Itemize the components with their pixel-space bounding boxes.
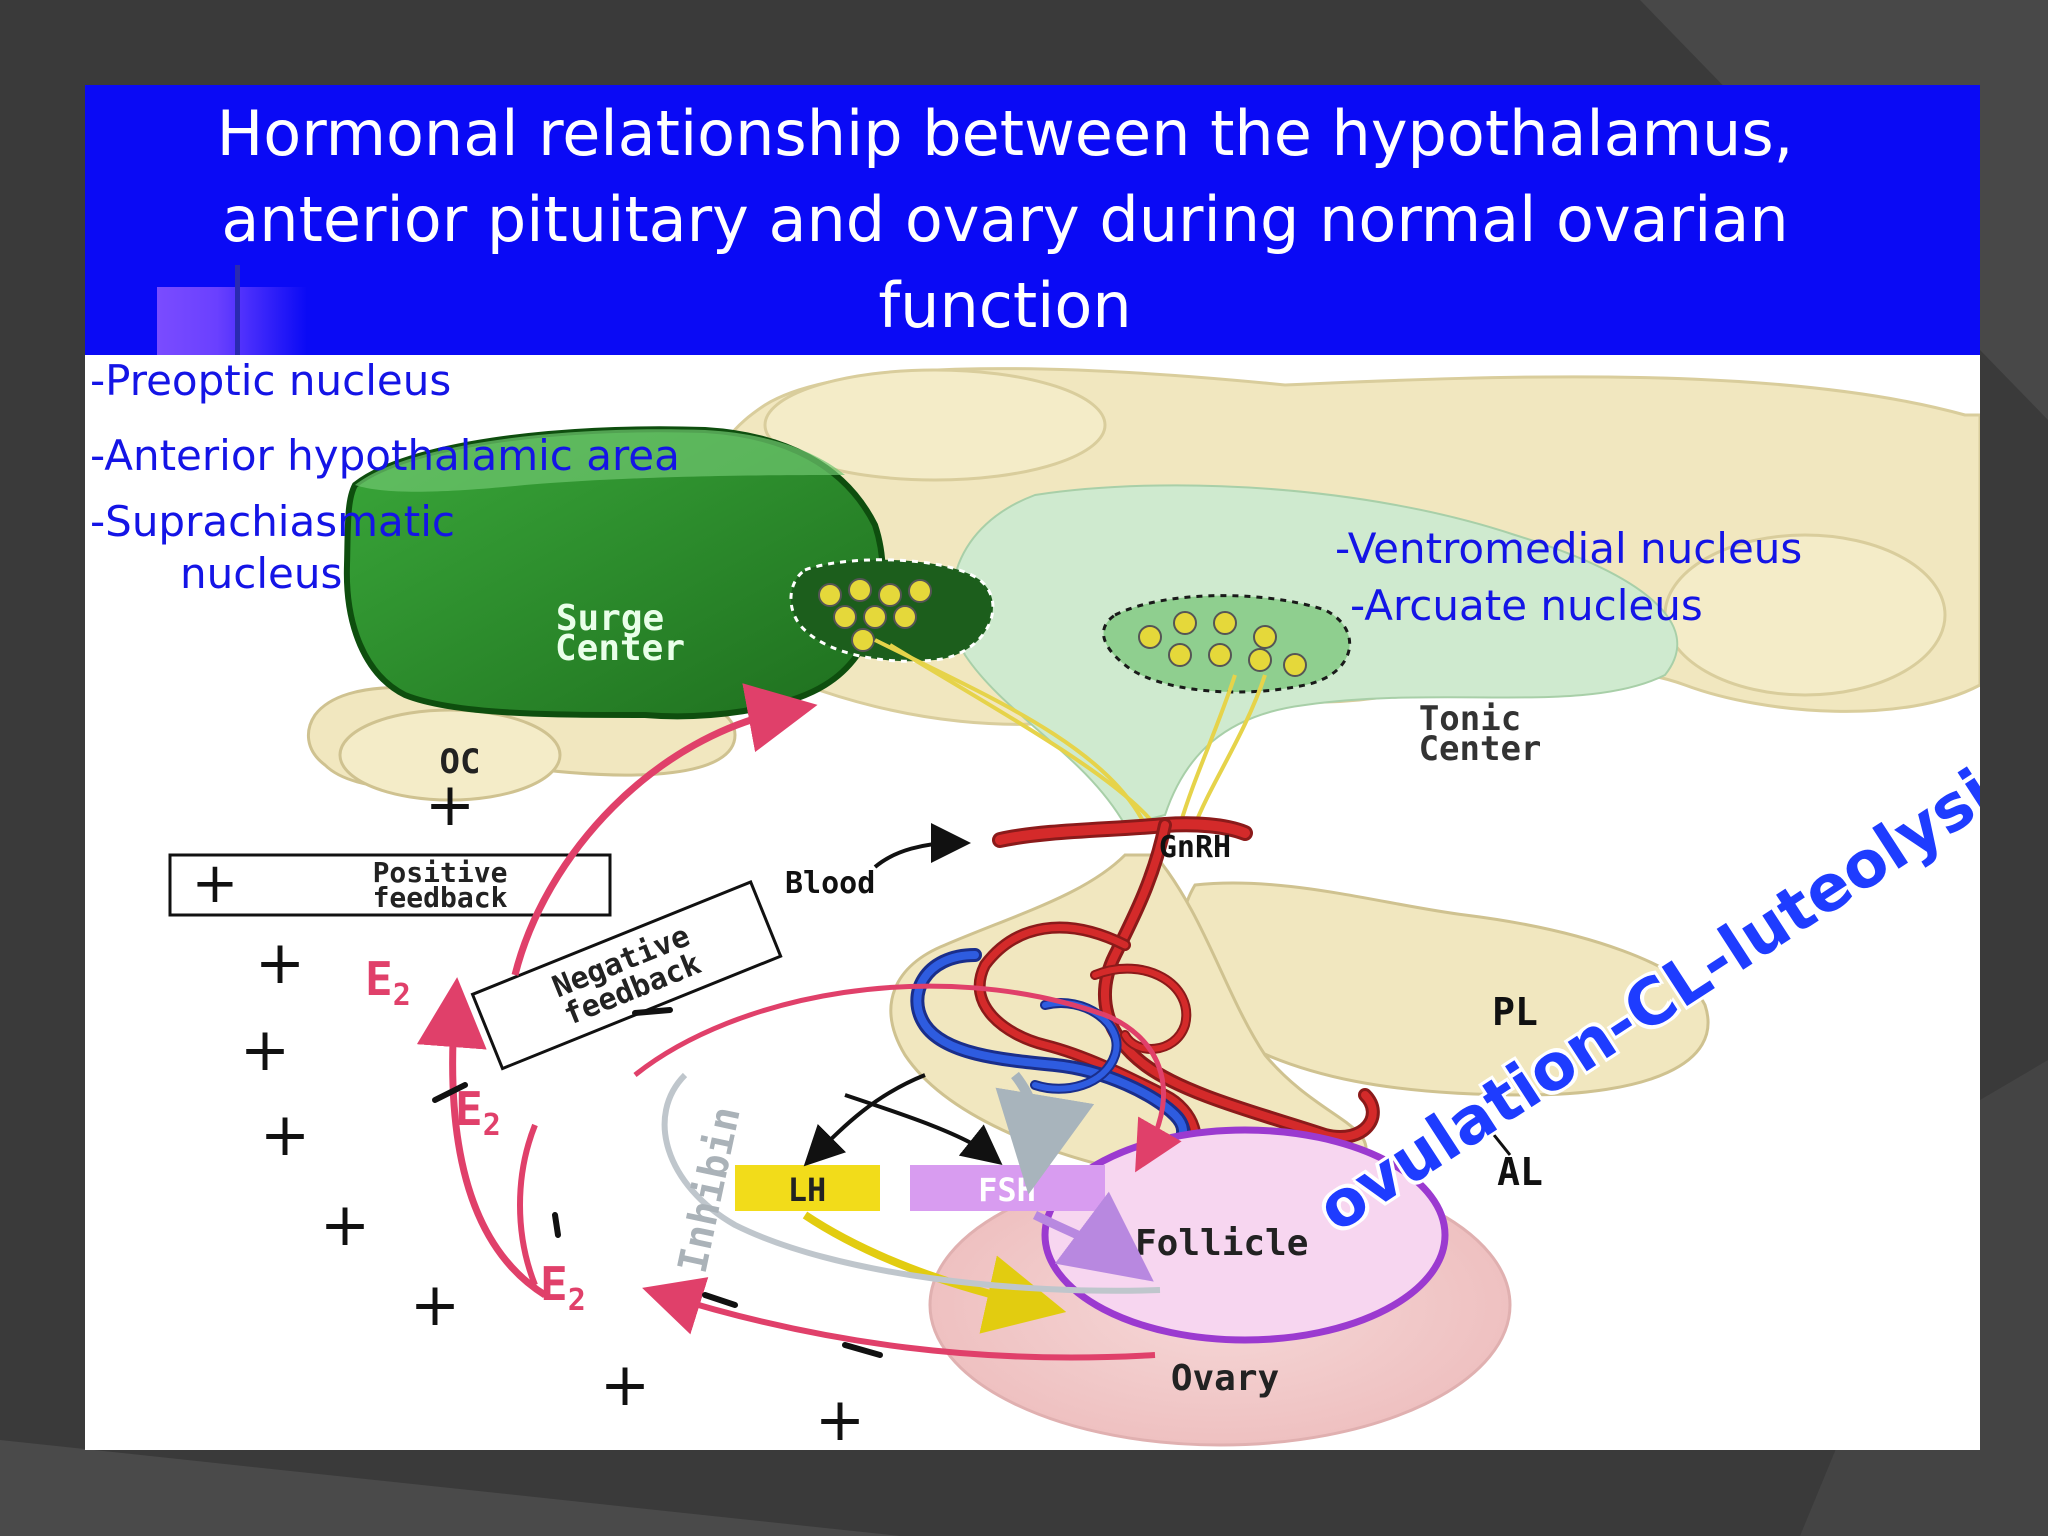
minus-sign [705, 1295, 735, 1305]
fsh-label: FSH [978, 1171, 1036, 1209]
plus-sign: + [320, 1190, 370, 1260]
label-suprachiasmatic: -Suprachiasmatic [90, 498, 455, 546]
gnrh-label: GnRH [1159, 830, 1231, 865]
title-banner: Hormonal relationship between the hypoth… [85, 85, 1980, 355]
surge-center-label-2: Center [555, 628, 685, 669]
tonic-center-label-2: Center [1419, 729, 1542, 769]
e2-inner-arc [520, 1125, 535, 1285]
background-facet-bottom [0, 1440, 900, 1536]
plus-sign: + [240, 1015, 290, 1085]
minus-sign [555, 1215, 558, 1235]
ovary-label: Ovary [1171, 1358, 1279, 1399]
blood-label: Blood [785, 866, 875, 901]
plus-sign: + [255, 928, 305, 998]
accent-square [157, 287, 307, 355]
accent-line [235, 265, 240, 355]
plus-sign: + [410, 1270, 460, 1340]
label-arcuate-nucleus: -Arcuate nucleus [1350, 582, 1703, 630]
label-preoptic-nucleus: -Preoptic nucleus [90, 357, 451, 405]
e2-label-middle: E2 [455, 1082, 501, 1143]
lh-label: LH [788, 1171, 827, 1209]
blood-arrow [875, 843, 955, 867]
label-anterior-hypothalamic-area: -Anterior hypothalamic area [90, 432, 680, 480]
e2-subscript: 2 [393, 978, 411, 1013]
positive-feedback-plus: + [192, 851, 239, 916]
label-ventromedial-nucleus: -Ventromedial nucleus [1335, 525, 1802, 573]
slide-title: Hormonal relationship between the hypoth… [155, 85, 1855, 355]
plus-sign: + [600, 1350, 650, 1420]
minus-sign [635, 1010, 670, 1013]
minus-sign [845, 1345, 880, 1355]
slide: Hormonal relationship between the hypoth… [85, 85, 1980, 1450]
label-suprachiasmatic-nucleus: nucleus [180, 550, 342, 598]
plus-sign: + [425, 770, 475, 840]
e2-label-top: E2 [365, 952, 411, 1013]
positive-feedback-label-2: feedback [373, 881, 508, 914]
e2-label-bottom: E2 [540, 1257, 586, 1318]
e2-subscript: 2 [483, 1108, 501, 1143]
plus-sign: + [815, 1385, 865, 1450]
plus-sign: + [260, 1100, 310, 1170]
al-label: AL [1497, 1150, 1543, 1194]
e2-subscript: 2 [568, 1283, 586, 1318]
pl-label: PL [1492, 990, 1538, 1034]
follicle-label: Follicle [1135, 1223, 1308, 1264]
